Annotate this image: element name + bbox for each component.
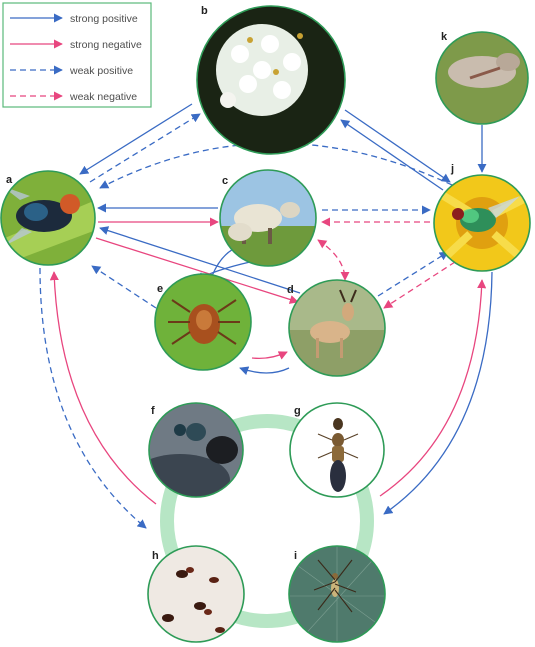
antelope-icon bbox=[310, 289, 357, 358]
node-label-i: i bbox=[294, 550, 297, 562]
node-label-k: k bbox=[441, 31, 448, 43]
legend-label-weak-negative: weak negative bbox=[69, 91, 137, 103]
edge-predators-to-j bbox=[379, 279, 487, 497]
predator-ring bbox=[160, 414, 374, 628]
node-label-a: a bbox=[6, 174, 13, 186]
spider-icon bbox=[289, 546, 385, 642]
legend-item-weak-positive: weak positive bbox=[10, 65, 133, 77]
legend: strong positive strong negative weak pos… bbox=[2, 2, 152, 108]
allium-flower-icon bbox=[216, 24, 308, 116]
node-label-d: d bbox=[287, 284, 294, 296]
node-a: a bbox=[0, 170, 96, 266]
edge-d-to-a bbox=[99, 226, 301, 294]
legend-item-weak-negative: weak negative bbox=[10, 91, 137, 103]
edge-j-to-predators bbox=[383, 271, 493, 515]
node-h: h bbox=[147, 545, 245, 643]
sheep-icon bbox=[228, 202, 300, 244]
wasp-icon bbox=[174, 423, 238, 464]
node-c: c bbox=[219, 169, 317, 267]
node-f: f bbox=[148, 402, 244, 498]
node-label-f: f bbox=[151, 405, 155, 417]
edge-a-to-predators bbox=[39, 267, 147, 529]
legend-item-strong-negative: strong negative bbox=[10, 39, 142, 51]
edge-j-to-d bbox=[383, 261, 456, 309]
edge-e-to-d bbox=[251, 351, 288, 360]
rove-beetle-icon bbox=[317, 418, 359, 492]
node-b: b bbox=[196, 5, 346, 155]
edge-d-to-e bbox=[239, 366, 290, 376]
node-k: k bbox=[435, 31, 529, 125]
edge-predators-to-a bbox=[49, 271, 157, 505]
node-d: d bbox=[287, 279, 386, 377]
node-label-c: c bbox=[222, 175, 228, 187]
node-label-g: g bbox=[294, 405, 301, 417]
node-label-b: b bbox=[201, 5, 208, 17]
node-i: i bbox=[288, 545, 386, 643]
node-label-j: j bbox=[450, 163, 454, 175]
edge-b-to-a bbox=[79, 103, 193, 175]
edge-d-to-j bbox=[377, 251, 449, 297]
legend-item-strong-positive: strong positive bbox=[10, 13, 138, 25]
legend-label-weak-positive: weak positive bbox=[69, 65, 133, 77]
edge-j-to-b bbox=[340, 119, 444, 191]
legend-label-strong-negative: strong negative bbox=[70, 39, 142, 51]
node-label-e: e bbox=[157, 283, 163, 295]
green-fly-on-flower-icon bbox=[434, 186, 530, 266]
node-j: j bbox=[433, 163, 531, 272]
edges bbox=[39, 103, 493, 529]
edge-b-to-j bbox=[344, 109, 451, 183]
edge-c-d bbox=[317, 239, 350, 281]
edge-e-to-a bbox=[91, 265, 157, 309]
legend-label-strong-positive: strong positive bbox=[70, 13, 138, 25]
legend-box bbox=[2, 2, 152, 108]
edge-a-to-b bbox=[89, 113, 201, 183]
node-label-h: h bbox=[152, 550, 159, 562]
carcass-icon bbox=[448, 53, 520, 88]
node-e: e bbox=[154, 273, 252, 371]
blowfly-icon bbox=[2, 186, 80, 246]
edge-a-to-d bbox=[95, 237, 299, 304]
node-g: g bbox=[289, 402, 385, 498]
ants-icon bbox=[162, 567, 225, 633]
tick-icon bbox=[168, 299, 240, 345]
